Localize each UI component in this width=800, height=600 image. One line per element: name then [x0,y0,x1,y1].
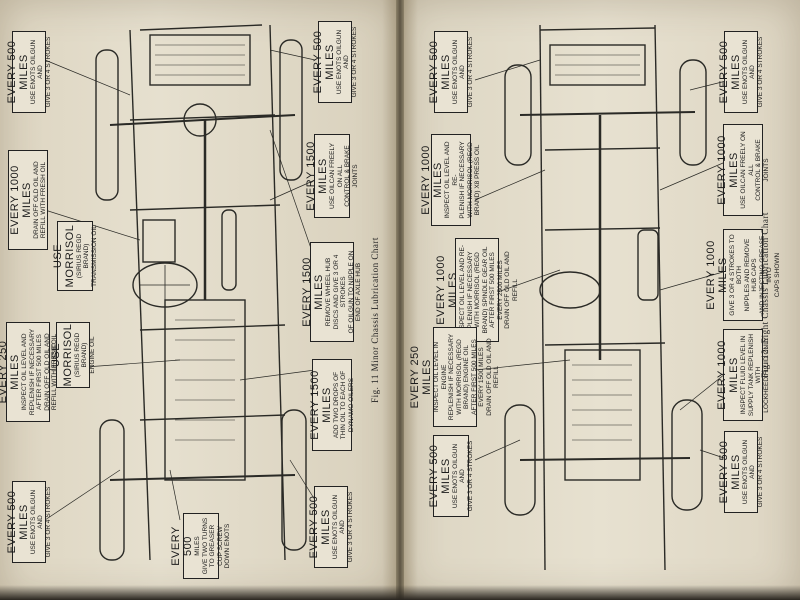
left-label-7: EVERY 500 MILES USE ENOTS OILGUN AND GIV… [308,486,354,568]
right-label-5-text: USE ENOTS OILGUN AND GIVE 3 OR 4 STROKES [741,36,764,108]
left-label-6-title: EVERY 500 [170,526,195,566]
left-label-10-text: USE OILCAN FREELY ON ALL CONTROL & BRAKE… [329,143,359,209]
minor-chassis-drawing [44,24,316,561]
right-label-2-text: INSPECT OIL LEVEL AND RE- PLENISH IF NEC… [459,244,519,336]
right-label-6-title: EVERY 1000 MILES [716,135,740,205]
left-label-10: EVERY 1500 MILES USE OILCAN FREELY ON AL… [305,134,359,218]
left-label-11: EVERY 500 MILES USE ENOTS OILGUN AND GIV… [312,21,358,103]
eight-chassis-drawing [474,24,731,571]
left-label-11-title: EVERY 500 MILES [311,30,336,94]
left-label-4: USE MORRISOL (SIRIUS REGD BRAND) ENGINE … [50,322,96,388]
left-label-8-title: EVERY 1500 MILES [308,370,333,440]
right-label-0: EVERY 500 MILES USE ENOTS OILGUN AND GIV… [428,31,474,113]
right-label-0-title: EVERY 500 MILES [427,40,452,104]
right-label-1-text: INSPECT OIL LEVEL AND RE- PLENISH IF NEC… [444,141,482,219]
left-label-1: EVERY 1000 MILES DRAIN OFF OLD OIL AND R… [8,150,48,250]
left-label-9-title: EVERY 1500 MILES [301,257,326,327]
right-label-3-title: EVERY 250 MILES [409,345,434,409]
left-label-7-title: EVERY 500 MILES [307,495,332,559]
left-label-10-title: EVERY 1500 MILES [305,141,329,211]
left-label-8: EVERY 1500 MILES ADD TWO DROPS OF THIN O… [308,359,355,451]
left-label-6-text: MILES GIVE TWO TURNS TO GREASER CUP SCRE… [194,517,232,575]
left-label-2: USE MORRISOL (SIRIUS REGD BRAND) TRANSMI… [52,221,98,291]
right-label-1: EVERY 1000 MILES INSPECT OIL LEVEL AND R… [420,134,481,226]
bottom-shadow [0,585,800,600]
left-label-2-title: USE MORRISOL [51,224,76,288]
left-label-5-title: EVERY 500 MILES [5,490,30,554]
left-label-0-title: EVERY 500 MILES [5,40,30,104]
left-label-6: EVERY 500 MILES GIVE TWO TURNS TO GREASE… [170,513,231,579]
left-label-8-text: ADD TWO DROPS OF THIN OIL TO EACH OF DYN… [332,370,355,440]
right-label-3-text: INSPECT OIL LEVEL IN ENGINE REPLENISH IF… [433,333,501,421]
left-label-4-title: USE MORRISOL [49,323,74,387]
right-label-0-text: USE ENOTS OILGUN AND GIVE 3 OR 4 STROKES [451,36,474,108]
right-label-9: EVERY 500 MILES USE ENOTS OILGUN AND GIV… [718,431,764,513]
right-label-5: EVERY 500 MILES USE ENOTS OILGUN AND GIV… [718,31,764,113]
left-label-1-title: EVERY 1000 MILES [8,165,33,235]
right-label-7-title: EVERY 1000 MILES [704,240,729,310]
right-label-3: EVERY 250 MILES INSPECT OIL LEVEL IN ENG… [409,327,500,427]
right-label-9-title: EVERY 500 MILES [717,440,742,504]
right-label-8-title: EVERY 1000 MILES [716,340,740,410]
right-label-4-title: EVERY 500 MILES [427,444,452,508]
left-label-5-text: USE ENOTS OILGUN AND GIVE 3 OR 4 STROKES [29,486,52,558]
left-label-9-text: REMOVE WHEEL HUB DISCS AND GIVE 3 OR 4 S… [325,250,363,334]
left-label-11-text: USE ENOTS OILGUN AND GIVE 3 OR 4 STROKES [335,26,358,98]
left-label-1-text: DRAIN OFF OLD OIL AND REFILL WITH FRESH … [32,161,48,239]
left-figure-caption: Fig. 11 Minor Chassis Lubrication Chart [370,237,380,403]
left-label-0-text: USE ENOTS OILGUN AND GIVE 3 OR 4 STROKES [29,36,52,108]
right-label-5-title: EVERY 500 MILES [717,40,742,104]
right-label-8: EVERY 1000 MILES INSPECT FLUID LEVEL IN … [716,329,770,421]
right-label-7-text: GIVE 3 OR 4 STROKES TO BOTH NIPPLES AND … [728,234,781,316]
right-label-9-text: USE ENOTS OILGUN AND GIVE 3 OR 4 STROKES [741,436,764,508]
right-figure-caption: Fig. 12. Eight Chassis Lubrication Chart [760,212,770,378]
left-label-3: EVERY 250 MILES INSPECT OIL LEVEL AND RE… [0,322,58,422]
right-label-6: EVERY 1000 MILES USE OILCAN FREELY ON AL… [716,124,770,216]
left-label-2-text: (SIRIUS REGD BRAND) TRANSMISSION OIL [75,225,98,287]
left-label-5: EVERY 500 MILES USE ENOTS OILGUN AND GIV… [6,481,52,563]
right-label-4-text: USE ENOTS OILGUN AND GIVE 3 OR 4 STROKES [451,440,474,512]
book-gutter [396,0,404,600]
left-label-9: EVERY 1500 MILES REMOVE WHEEL HUB DISCS … [301,242,362,342]
left-label-3-title: EVERY 250 MILES [0,340,22,404]
left-label-4-text: (SIRIUS REGD BRAND) ENGINE OIL [73,332,96,378]
right-label-4: EVERY 500 MILES USE ENOTS OILGUN AND GIV… [428,435,474,517]
right-label-1-title: EVERY 1000 MILES [420,145,445,215]
right-label-2-title: EVERY 1000 MILES [435,255,459,325]
left-label-7-text: USE ENOTS OILGUN AND GIVE 3 OR 4 STROKES [331,491,354,563]
left-label-0: EVERY 500 MILES USE ENOTS OILGUN AND GIV… [6,31,52,113]
right-label-7: EVERY 1000 MILES GIVE 3 OR 4 STROKES TO … [705,229,781,321]
